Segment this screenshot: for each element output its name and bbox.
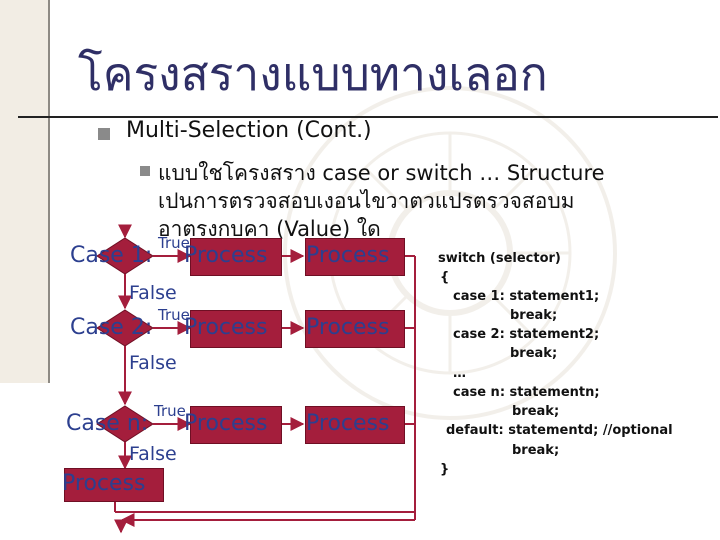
code-line: switch (selector) (438, 251, 561, 266)
false-label: False (129, 352, 177, 374)
code-line: case 2: statement2; (453, 327, 600, 342)
code-line: case 1: statement1; (453, 289, 600, 304)
code-line: } (440, 462, 450, 477)
bullet-multi-selection: Multi-Selection (Cont.) (126, 118, 372, 143)
sub-bullet-line: แบบใชโครงสราง case or switch … Structure (158, 161, 605, 185)
code-line: break; (512, 404, 560, 419)
process-label: Process (184, 411, 268, 436)
slide-title: โครงสรางแบบทางเลอก (78, 47, 548, 101)
process-box-case-2-second (305, 310, 405, 348)
code-line: default: statementd; //optional (446, 423, 673, 438)
case-label: Case 1: (70, 243, 153, 268)
sub-bullet-square-icon (140, 166, 150, 176)
process-box-case-n-second (305, 406, 405, 444)
default-process-box (64, 468, 164, 502)
process-label: Process (184, 243, 268, 268)
code-line: { (440, 270, 450, 285)
process-label: Process (184, 315, 268, 340)
title-divider (18, 116, 718, 118)
code-line: … (453, 366, 466, 381)
process-label: Process (306, 315, 390, 340)
process-label: Process (306, 243, 390, 268)
sub-bullet-line: เปนการตรวจสอบเงอนไขวาตวแปรตรวจสอบม (158, 189, 575, 213)
code-line: case n: statementn; (453, 385, 600, 400)
code-line: break; (512, 443, 560, 458)
case-label: Case n: (66, 411, 149, 436)
process-label: Process (306, 411, 390, 436)
code-line: break; (510, 346, 558, 361)
process-box-case-2 (190, 310, 282, 348)
default-process-label: Process (62, 471, 146, 496)
case-label: Case 2: (70, 315, 153, 340)
sub-bullet-line: อาตรงกบคา (Value) ใด (158, 217, 381, 241)
process-box-case-1 (190, 238, 282, 276)
false-label: False (129, 443, 177, 465)
true-label: True (158, 234, 190, 252)
process-box-case-n (190, 406, 282, 444)
false-label: False (129, 282, 177, 304)
left-accent-strip (0, 0, 50, 383)
code-line: break; (510, 308, 558, 323)
bullet-square-icon (98, 128, 110, 140)
true-label: True (158, 306, 190, 324)
process-box-case-1-second (305, 238, 405, 276)
true-label: True (154, 402, 186, 420)
